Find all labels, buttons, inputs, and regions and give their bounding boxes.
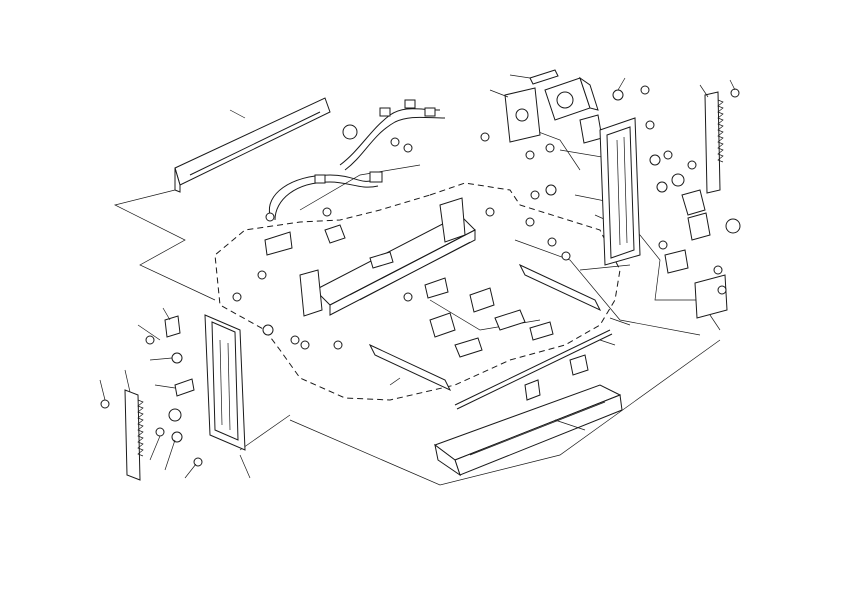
main-frame-plate xyxy=(299,197,476,317)
bottom-tray xyxy=(433,354,623,477)
motor-assembly xyxy=(480,69,655,160)
long-shaft xyxy=(454,329,613,410)
right-side-plate xyxy=(599,117,641,266)
assembly-boundary-dashed xyxy=(214,182,621,401)
leader-lines xyxy=(99,74,736,479)
right-side-parts xyxy=(649,88,740,319)
right-gear-rack xyxy=(704,91,724,194)
top-left-rail xyxy=(174,97,331,193)
center-small-parts xyxy=(264,224,602,392)
callout-marker-a-right xyxy=(725,218,741,234)
callout-marker-a-left xyxy=(342,124,358,140)
left-gear-rack xyxy=(124,389,144,481)
left-side-parts xyxy=(100,315,203,467)
screw-set-center xyxy=(232,184,571,350)
wire-harness xyxy=(265,99,446,222)
left-side-plate xyxy=(204,314,246,451)
